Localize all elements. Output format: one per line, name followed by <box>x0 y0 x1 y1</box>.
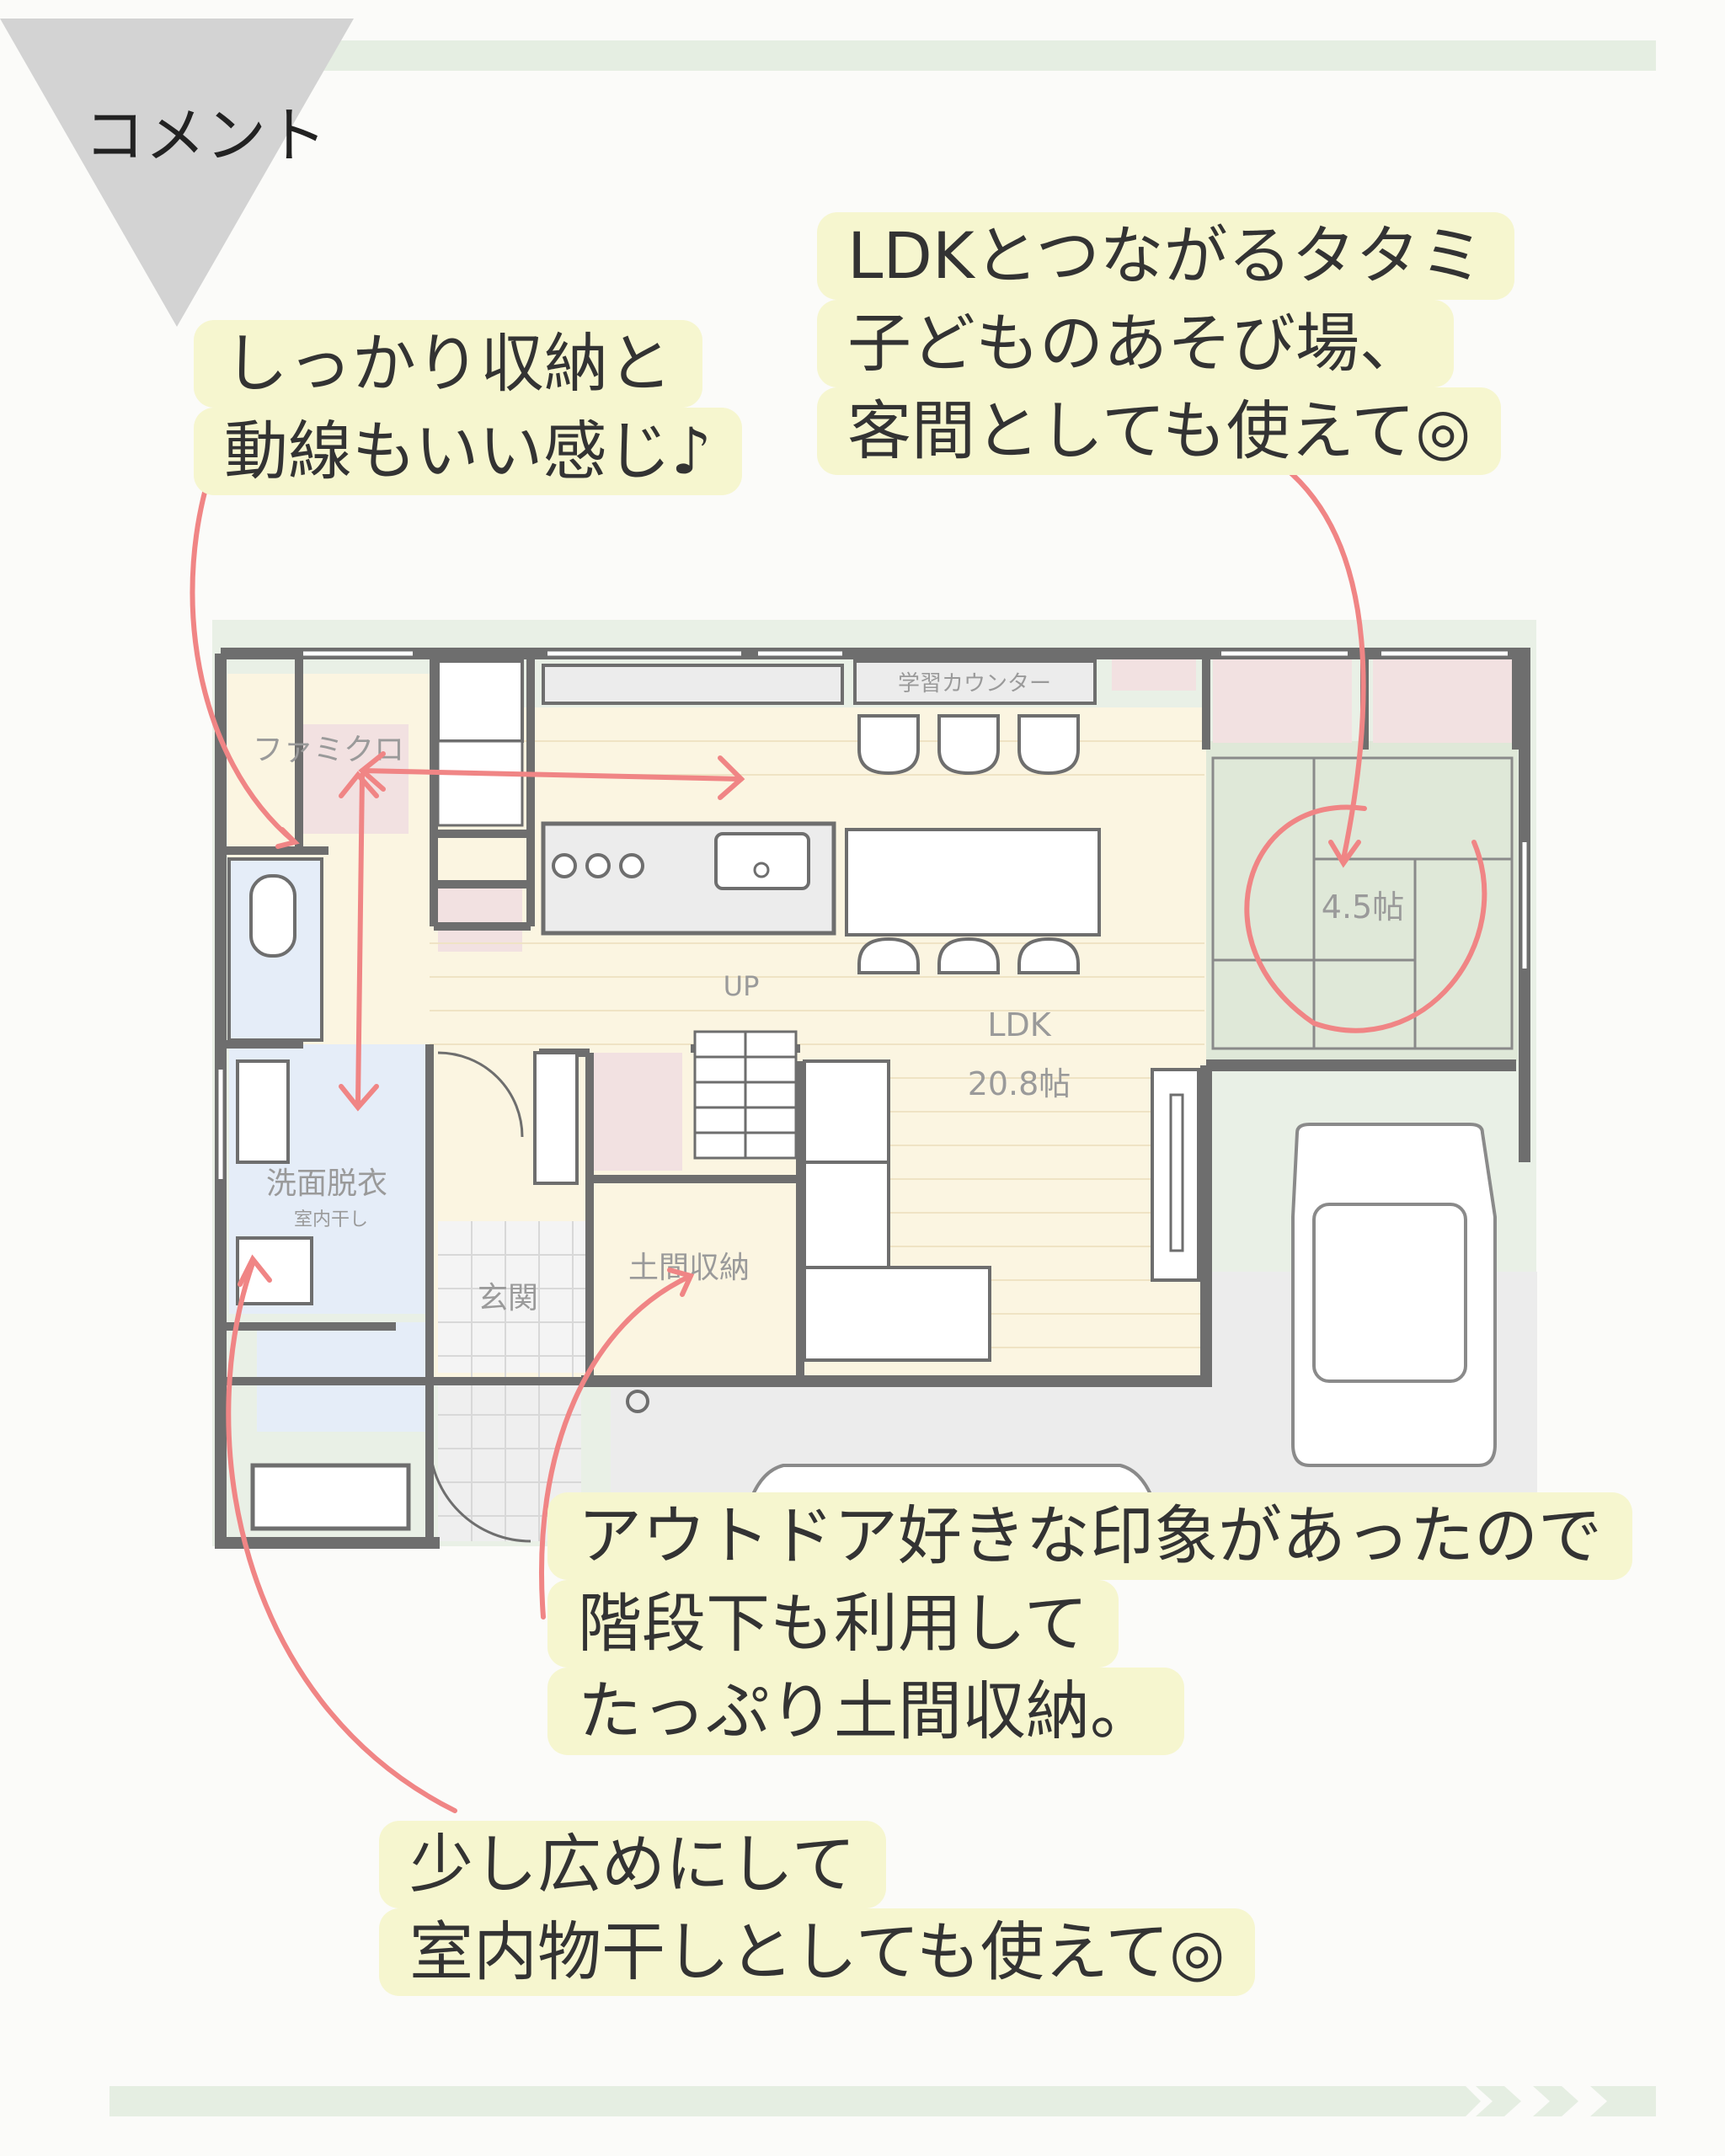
meter-icon <box>626 1390 649 1413</box>
bottom-band <box>109 2086 1449 2116</box>
closet-floor <box>1213 659 1352 743</box>
ldk-size-label: 20.8帖 <box>968 1065 1071 1102</box>
entrance-label: 玄関 <box>478 1281 538 1315</box>
annotation-line: 室内物干しとしても使えて◎ <box>379 1908 1256 1996</box>
dining-table <box>845 828 1101 937</box>
annotation-line: LDKとつながるタタミ <box>817 212 1514 300</box>
study-counter-label: 学習カウンター <box>898 671 1051 696</box>
annotation-line: 階段下も利用して <box>547 1580 1119 1668</box>
vanity <box>236 1059 290 1164</box>
tv-icon <box>1169 1093 1184 1252</box>
pantry <box>436 739 524 827</box>
closet-floor <box>1373 659 1512 743</box>
famicro-label: ファミクロ <box>253 733 404 767</box>
ldk-label: LDK <box>987 1006 1051 1043</box>
annotation-line: たっぷり土間収納。 <box>547 1668 1184 1755</box>
top-band <box>81 40 1656 71</box>
chevron-icon <box>1533 2086 1578 2116</box>
up-label: UP <box>724 970 760 1002</box>
sink-icon <box>714 832 810 890</box>
annotation-laundry: 少し広めにして 室内物干しとしても使えて◎ <box>379 1821 1256 1996</box>
annotation-line: 少し広めにして <box>379 1821 886 1908</box>
annotation-tatami: LDKとつながるタタミ 子どものあそび場、 客間としても使えて◎ <box>817 212 1514 475</box>
sofa <box>803 1059 991 1362</box>
annotation-line: 動線もいい感じ♪ <box>194 408 742 495</box>
tatami-size-label: 4.5帖 <box>1322 889 1404 926</box>
band-end <box>1449 2086 1481 2116</box>
car-icon <box>1291 1123 1497 1467</box>
drain-icon <box>753 862 770 878</box>
washroom-label: 洗面脱衣 <box>266 1166 387 1201</box>
stairs <box>693 1030 798 1160</box>
study-counter <box>853 659 1097 705</box>
annotation-doma: アウトドア好きな印象があったので 階段下も利用して たっぷり土間収納。 <box>547 1492 1632 1755</box>
annotation-line: 客間としても使えて◎ <box>817 387 1502 475</box>
fridge <box>436 659 524 743</box>
annotation-line: 子どものあそび場、 <box>817 300 1454 387</box>
annotation-storage: しっかり収納と 動線もいい感じ♪ <box>194 320 742 495</box>
chair-icons <box>857 714 1080 974</box>
closet-floor <box>1112 657 1196 691</box>
windows <box>218 651 1527 1179</box>
chevron-icon <box>1590 2086 1656 2116</box>
storage-floor <box>438 884 522 952</box>
washroom-sub-label: 室内干し <box>294 1209 368 1230</box>
title-triangle <box>0 19 354 327</box>
toilet-icon <box>249 874 296 958</box>
door-swings <box>428 1051 531 1543</box>
bathtub <box>250 1463 411 1531</box>
kitchen-back-counter <box>542 664 844 705</box>
entrance-floor <box>438 1221 590 1373</box>
storage-floor <box>590 1053 682 1171</box>
chevron-icon <box>1476 2086 1521 2116</box>
tatami-floor <box>1206 741 1518 1061</box>
annotation-line: アウトドア好きな印象があったので <box>547 1492 1632 1580</box>
shoe-cabinet <box>533 1051 579 1185</box>
stove-icon <box>552 853 644 878</box>
page-title: コメント <box>84 100 328 171</box>
annotation-line: しっかり収納と <box>194 320 702 408</box>
annotation-arrows <box>190 456 1487 1813</box>
